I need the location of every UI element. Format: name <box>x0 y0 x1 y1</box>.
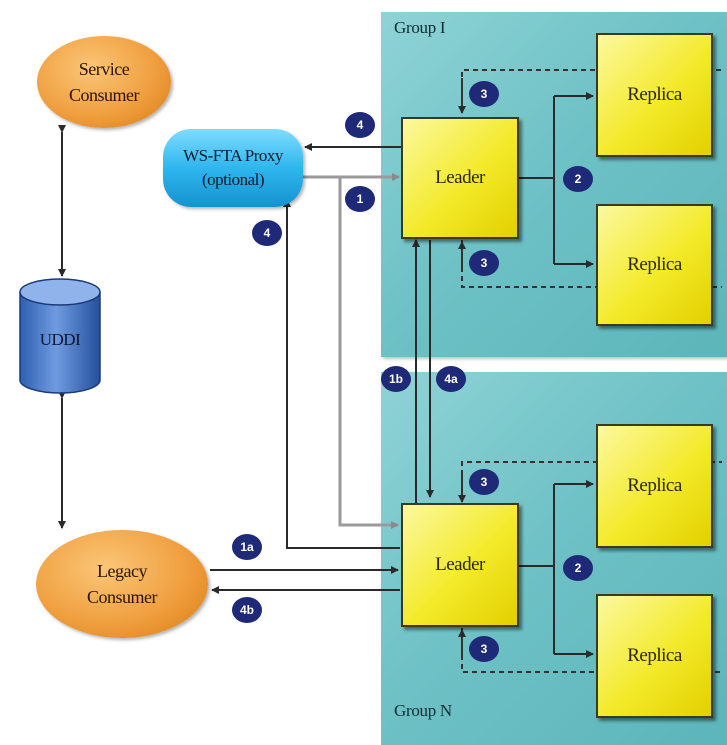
group-n-label: Group N <box>394 701 452 720</box>
group-n-replica-top: Replica <box>596 424 713 548</box>
group-1-replica-bottom: Replica <box>596 204 713 326</box>
proxy-line1: WS-FTA Proxy <box>183 146 283 165</box>
step-badge-1a: 1a <box>232 534 262 560</box>
replica-label: Replica <box>627 84 682 105</box>
leader-1-label: Leader <box>435 167 485 188</box>
legacy-consumer-node: Legacy Consumer <box>36 530 208 638</box>
step-badge-4a: 4a <box>436 366 466 392</box>
group-1-leader: Leader <box>401 117 519 239</box>
uddi-database-node: UDDI <box>18 278 102 396</box>
step-badge-1b: 1b <box>381 366 411 392</box>
leader-n-label: Leader <box>435 554 485 575</box>
ws-fta-proxy-node: WS-FTA Proxy (optional) <box>163 129 303 207</box>
service-consumer-line2: Consumer <box>69 85 140 105</box>
step-badge-4b: 4b <box>232 597 262 623</box>
step-badge-3: 3 <box>469 636 499 662</box>
legacy-consumer-line1: Legacy <box>97 561 147 581</box>
database-icon <box>19 278 101 394</box>
step-badge-2: 2 <box>563 166 593 192</box>
step-badge-2: 2 <box>563 555 593 581</box>
step-badge-1: 1 <box>345 186 375 212</box>
replica-label: Replica <box>627 254 682 275</box>
replica-label: Replica <box>627 645 682 666</box>
step-badge-4: 4 <box>345 112 375 138</box>
step-badge-3: 3 <box>469 81 499 107</box>
group-n-leader: Leader <box>401 503 519 627</box>
service-consumer-line1: Service <box>78 59 130 79</box>
group-1-label: Group I <box>394 18 446 37</box>
group-1-replica-top: Replica <box>596 33 713 157</box>
group-n-replica-bottom: Replica <box>596 594 713 718</box>
proxy-line2: (optional) <box>201 170 265 189</box>
service-consumer-node: Service Consumer <box>37 36 171 128</box>
legacy-consumer-line2: Consumer <box>87 587 158 607</box>
replica-label: Replica <box>627 475 682 496</box>
step-badge-3: 3 <box>469 250 499 276</box>
step-badge-3: 3 <box>469 469 499 495</box>
step-badge-4: 4 <box>252 220 282 246</box>
uddi-label: UDDI <box>39 330 81 349</box>
